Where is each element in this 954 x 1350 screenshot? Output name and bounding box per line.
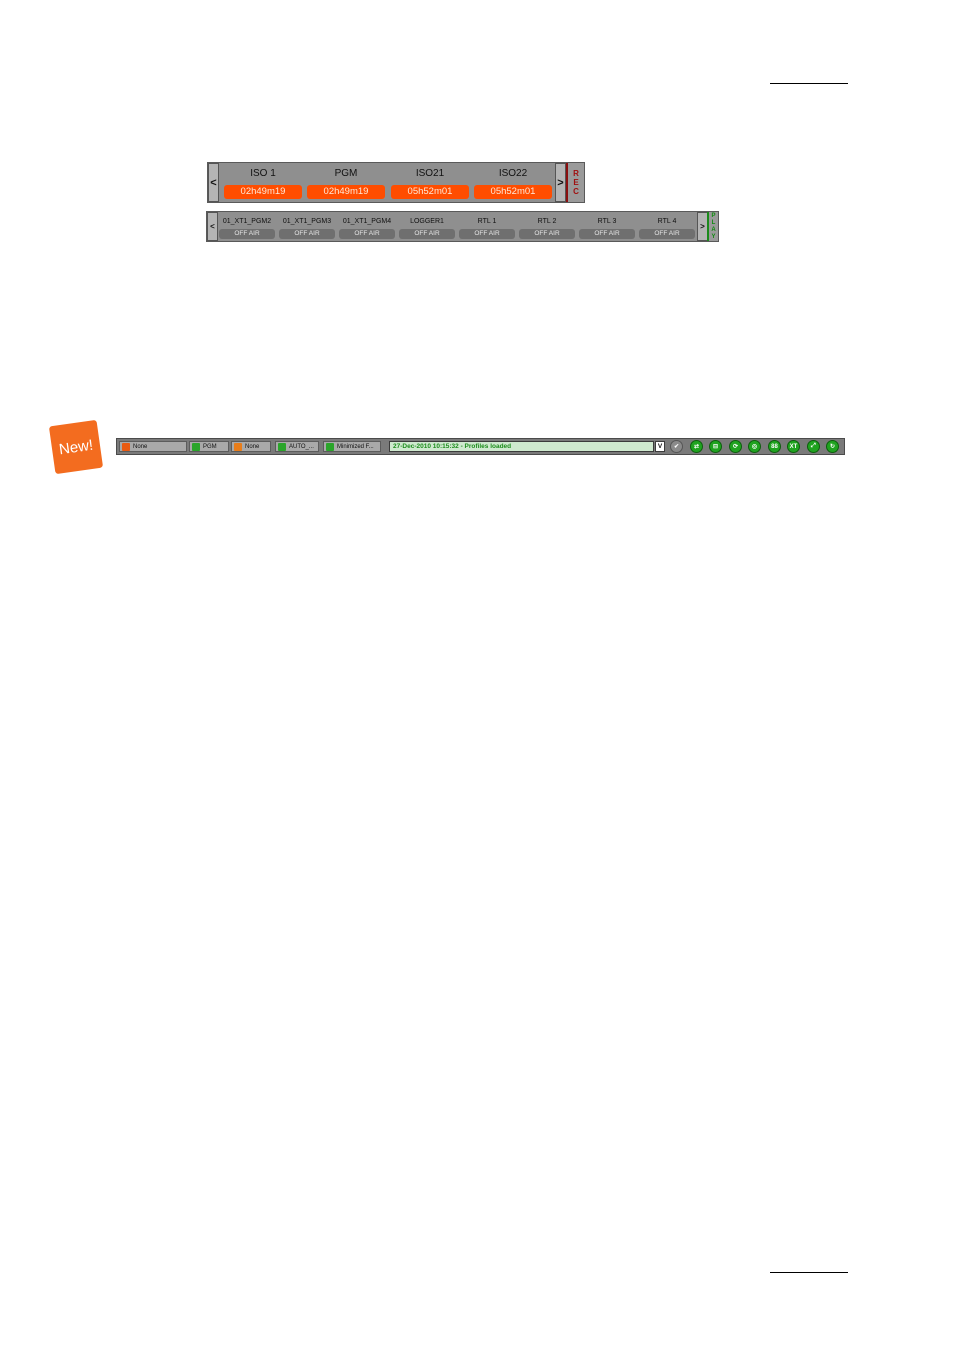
player-bar: < 01_XT1_PGM2 OFF AIR 01_XT1_PGM3 OFF AI… bbox=[206, 211, 719, 242]
player-channel-name: 01_XT1_PGM3 bbox=[282, 218, 332, 225]
person-icon bbox=[234, 442, 242, 451]
status-message: 27-Dec-2010 10:15:32 - Profiles loaded bbox=[389, 441, 654, 452]
player-channel-status: OFF AIR bbox=[579, 229, 635, 239]
player-channel-name: RTL 4 bbox=[657, 218, 677, 225]
play-tag-letter: Y bbox=[711, 233, 716, 240]
player-channel-status: OFF AIR bbox=[279, 229, 335, 239]
new-badge-text: New! bbox=[57, 436, 95, 458]
player-channel-status: OFF AIR bbox=[219, 229, 275, 239]
toolbar-button-label: AUTO_... bbox=[289, 443, 314, 450]
toolbar-button-label: None bbox=[133, 443, 148, 450]
green-box-icon bbox=[278, 442, 286, 451]
recorder-channel-timecode: 02h49m19 bbox=[307, 185, 385, 199]
recorder-channel-name: PGM bbox=[334, 168, 358, 179]
player-channel-status: OFF AIR bbox=[639, 229, 695, 239]
toolbar-button-label: PGM bbox=[203, 443, 217, 450]
reload-icon[interactable]: ↻ bbox=[826, 440, 839, 453]
player-channel[interactable]: RTL 2 OFF AIR bbox=[519, 217, 575, 239]
toolbar-button-auto[interactable]: AUTO_... bbox=[275, 441, 319, 452]
rec-tag-letter: E bbox=[573, 178, 579, 187]
rec-tag-letter: R bbox=[573, 169, 579, 178]
player-channel-status: OFF AIR bbox=[519, 229, 575, 239]
player-channel[interactable]: RTL 1 OFF AIR bbox=[459, 217, 515, 239]
rec-tag-letter: C bbox=[573, 187, 579, 196]
toolbar-button-pgm[interactable]: PGM bbox=[189, 441, 229, 452]
player-channel-status: OFF AIR bbox=[399, 229, 455, 239]
check-icon bbox=[326, 442, 334, 451]
play-mode-tag[interactable]: P L A Y bbox=[707, 212, 718, 241]
player-channel-name: LOGGER1 bbox=[410, 218, 444, 225]
rec-mode-tag[interactable]: R E C bbox=[566, 163, 584, 202]
player-channel-name: RTL 1 bbox=[477, 218, 497, 225]
player-channel[interactable]: 01_XT1_PGM3 OFF AIR bbox=[279, 217, 335, 239]
toolbar-button-layout[interactable]: Minimized F... bbox=[323, 441, 381, 452]
play-tag-letter: L bbox=[711, 219, 716, 226]
playlist-icon[interactable]: ⊟ bbox=[709, 440, 722, 453]
recorder-channel[interactable]: ISO21 05h52m01 bbox=[391, 167, 469, 199]
target-icon[interactable]: ◎ bbox=[748, 440, 761, 453]
player-prev-button[interactable]: < bbox=[207, 212, 218, 241]
resize-icon[interactable]: ⤢ bbox=[807, 440, 820, 453]
recorder-channel-timecode: 05h52m01 bbox=[474, 185, 552, 199]
player-channel-name: 01_XT1_PGM4 bbox=[342, 218, 392, 225]
footer-rule bbox=[770, 1272, 848, 1273]
status-history-dropdown[interactable]: V bbox=[655, 441, 665, 452]
play-icon bbox=[122, 442, 130, 451]
recorder-channel-name: ISO 1 bbox=[250, 168, 276, 179]
green-box-icon bbox=[192, 442, 200, 451]
status-toolbar: None PGM None AUTO_... Minimized F... 27… bbox=[116, 438, 845, 455]
recorder-next-button[interactable]: > bbox=[555, 163, 566, 202]
player-channel-name: RTL 2 bbox=[537, 218, 557, 225]
recorder-prev-button[interactable]: < bbox=[208, 163, 219, 202]
player-channel[interactable]: LOGGER1 OFF AIR bbox=[399, 217, 455, 239]
player-channel[interactable]: 01_XT1_PGM2 OFF AIR bbox=[219, 217, 275, 239]
play-tag-letter: A bbox=[711, 226, 716, 233]
toolbar-button-label: Minimized F... bbox=[337, 443, 374, 450]
recorder-channel-timecode: 02h49m19 bbox=[224, 185, 302, 199]
toolbar-button-label: None bbox=[245, 443, 260, 450]
channels-icon[interactable]: 88 bbox=[768, 440, 781, 453]
toolbar-button-user[interactable]: None bbox=[231, 441, 271, 452]
new-badge: New! bbox=[48, 419, 104, 475]
play-tag-letter: P bbox=[711, 212, 716, 219]
recorder-channel[interactable]: ISO 1 02h49m19 bbox=[224, 167, 302, 199]
player-channel-name: RTL 3 bbox=[597, 218, 617, 225]
player-channel-status: OFF AIR bbox=[339, 229, 395, 239]
recorder-channel-timecode: 05h52m01 bbox=[391, 185, 469, 199]
player-channel[interactable]: 01_XT1_PGM4 OFF AIR bbox=[339, 217, 395, 239]
recorder-channel-name: ISO21 bbox=[415, 168, 445, 179]
recorder-channel-name: ISO22 bbox=[498, 168, 528, 179]
recorder-channel[interactable]: PGM 02h49m19 bbox=[307, 167, 385, 199]
refresh-icon[interactable]: ⟳ bbox=[729, 440, 742, 453]
player-channel[interactable]: RTL 4 OFF AIR bbox=[639, 217, 695, 239]
toolbar-button-player[interactable]: None bbox=[119, 441, 187, 452]
tools-icon[interactable]: ✔ bbox=[670, 440, 683, 453]
xt-server-icon[interactable]: XT bbox=[787, 440, 800, 453]
recorder-channel[interactable]: ISO22 05h52m01 bbox=[474, 167, 552, 199]
recorder-bar: < ISO 1 02h49m19 PGM 02h49m19 ISO21 05h5… bbox=[207, 162, 585, 203]
player-channel-name: 01_XT1_PGM2 bbox=[222, 218, 272, 225]
swap-icon[interactable]: ⇄ bbox=[690, 440, 703, 453]
player-channel[interactable]: RTL 3 OFF AIR bbox=[579, 217, 635, 239]
header-rule bbox=[770, 83, 848, 84]
player-channel-status: OFF AIR bbox=[459, 229, 515, 239]
